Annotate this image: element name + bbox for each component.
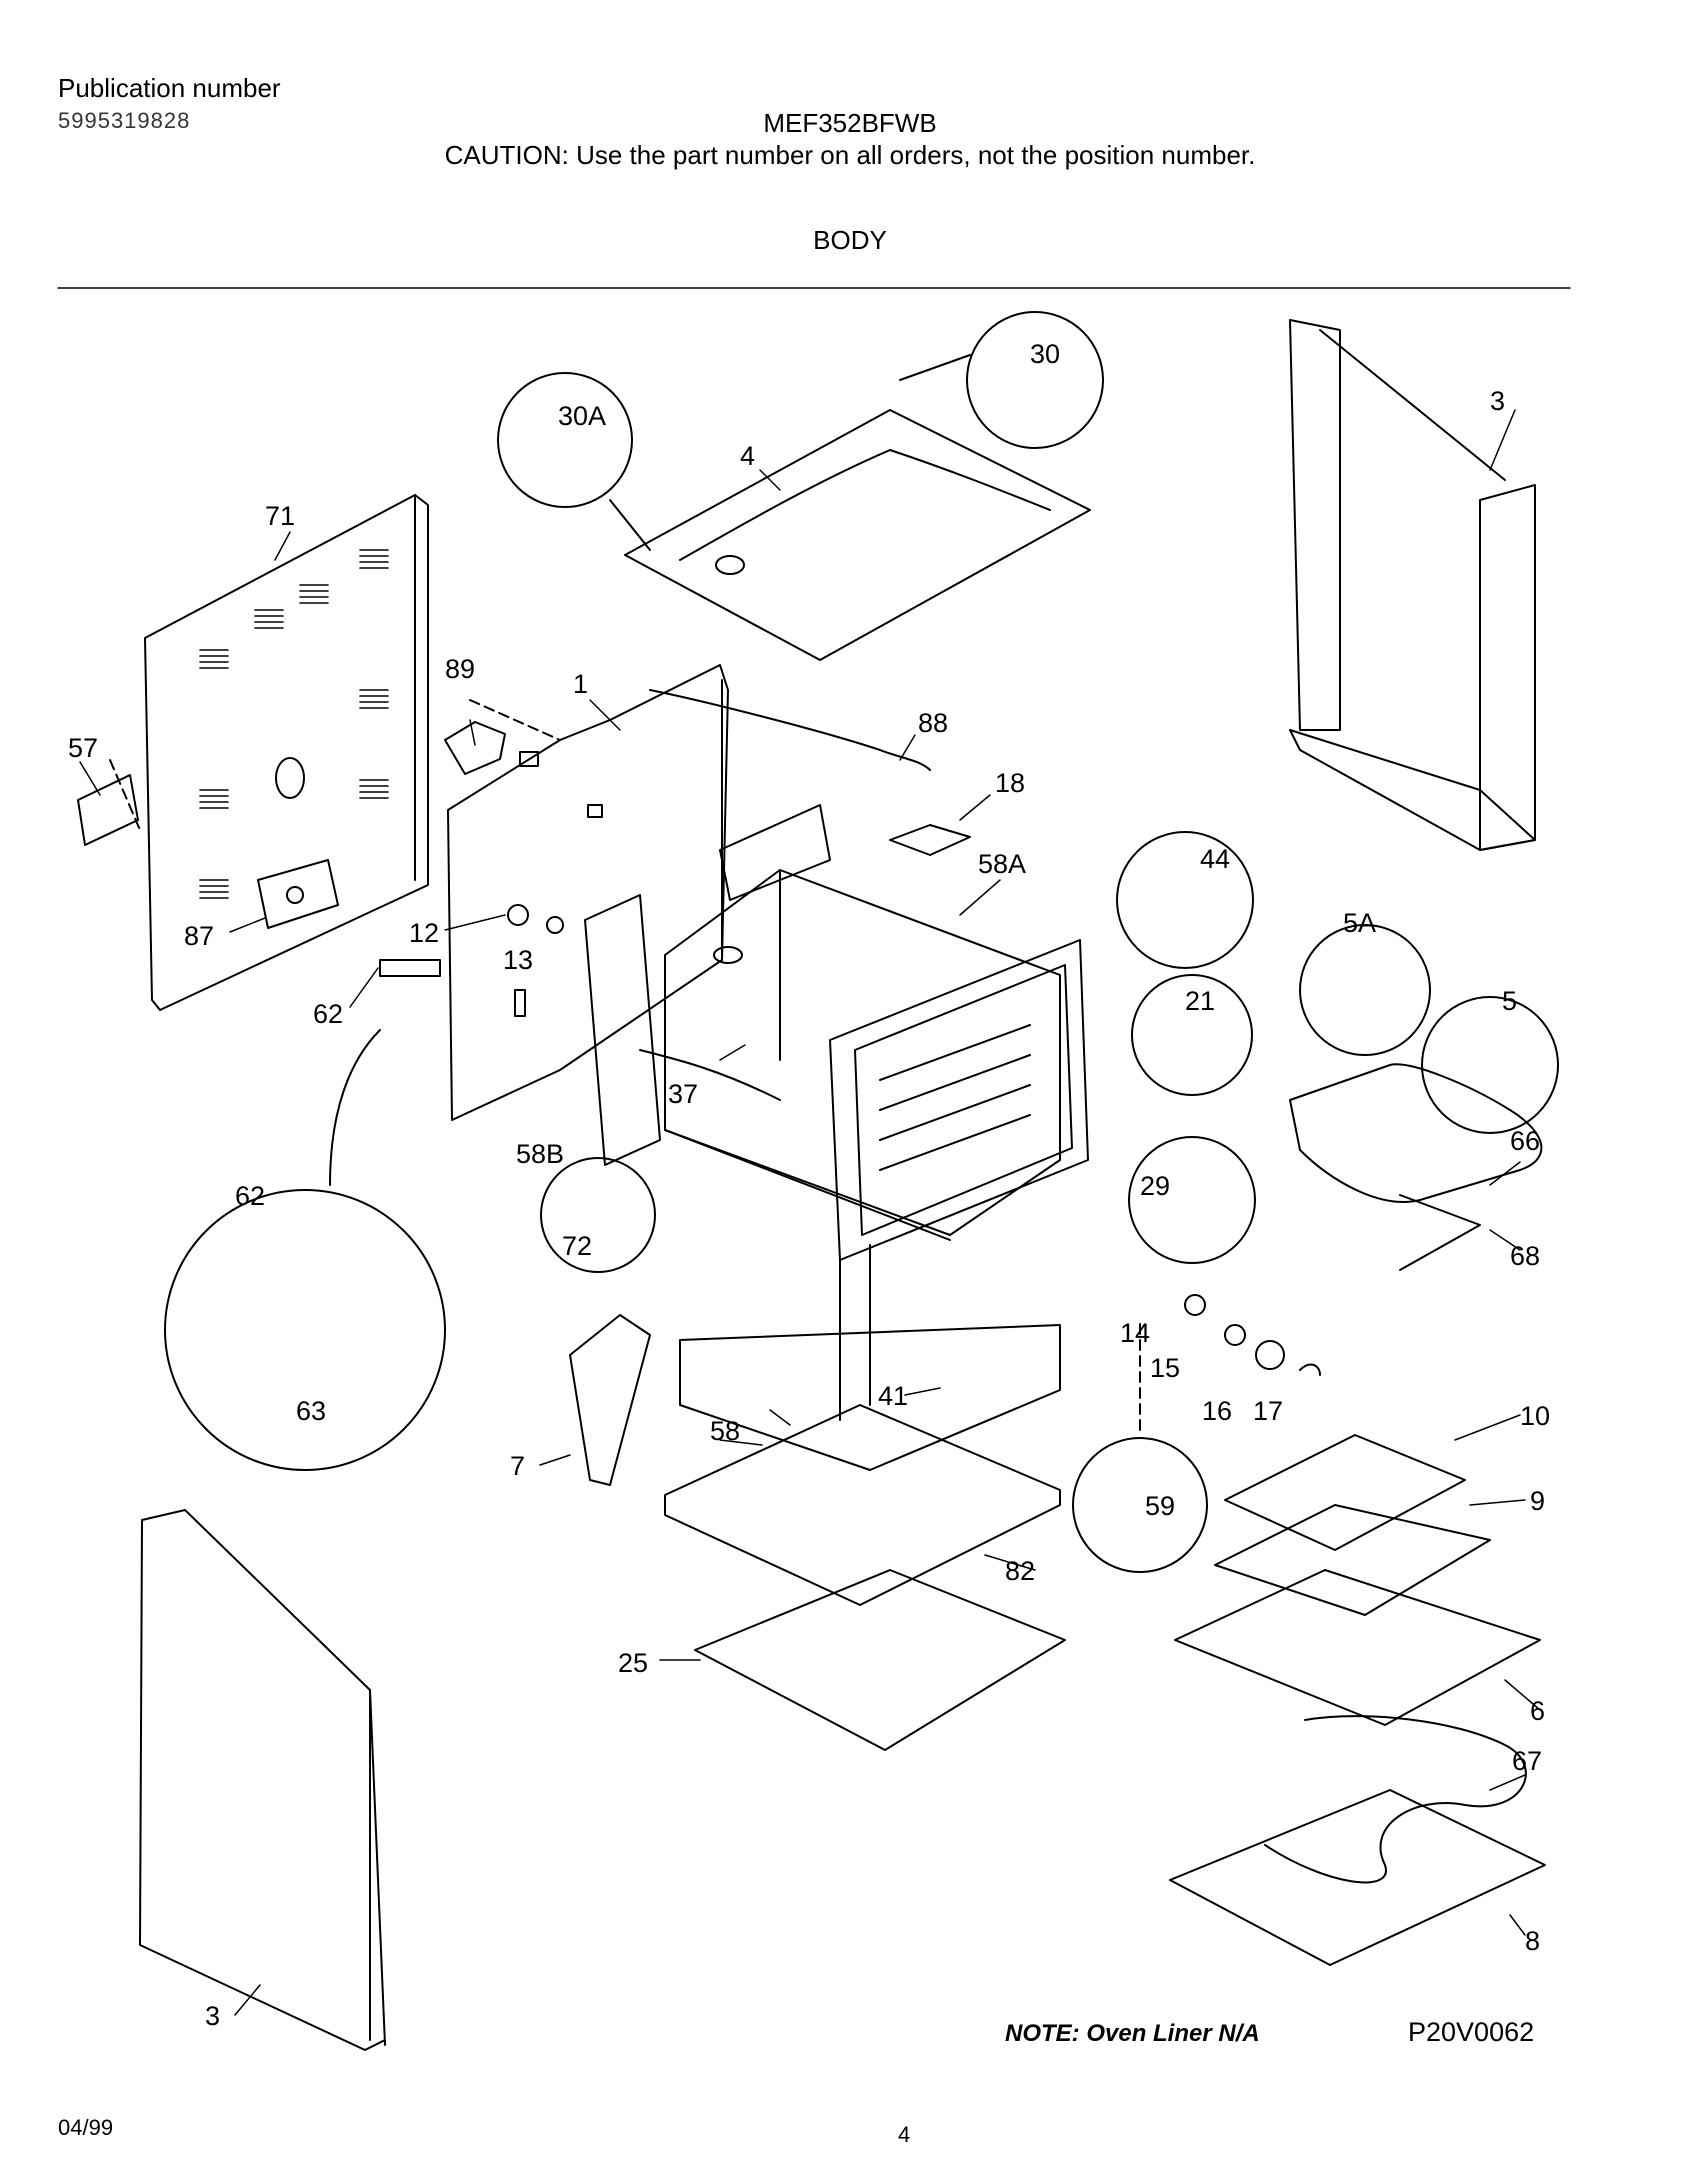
section-title: BODY — [813, 225, 887, 255]
part-67-bake-element — [1264, 1715, 1527, 1884]
publication-label: Publication number — [58, 73, 281, 103]
callout-44: 44 — [1200, 844, 1230, 874]
callout-18: 18 — [995, 768, 1025, 798]
callout-14: 14 — [1120, 1318, 1150, 1348]
caution-text: CAUTION: Use the part number on all orde… — [444, 140, 1256, 170]
part-37-sensor — [639, 1049, 781, 1101]
page-number: 4 — [898, 2122, 911, 2147]
part-7-hinge — [569, 1314, 651, 1486]
part-13-ring — [546, 916, 564, 934]
part-3-side-panel-left — [139, 1509, 386, 2051]
callout-29: 29 — [1140, 1171, 1170, 1201]
callout-5: 5 — [1502, 986, 1517, 1016]
callout-16: 16 — [1202, 1396, 1232, 1426]
callout-10: 10 — [1520, 1401, 1550, 1431]
callout-88: 88 — [918, 708, 948, 738]
part-30-detail — [966, 311, 1104, 449]
callout-62-detail: 62 — [235, 1181, 265, 1211]
part-30a-detail — [497, 372, 633, 508]
callout-37: 37 — [668, 1079, 698, 1109]
detail-arrow — [329, 1029, 381, 1186]
part-1-frame-panel — [447, 664, 729, 1121]
callout-8: 8 — [1525, 1926, 1540, 1956]
part-25-floor — [694, 1569, 1066, 1751]
part-82-bottom-panel — [664, 1404, 1061, 1606]
publication-number: 5995319828 — [58, 108, 191, 133]
part-6-rack — [1174, 1569, 1541, 1726]
footer-date: 04/99 — [58, 2115, 114, 2140]
part-16-lens — [1255, 1340, 1285, 1370]
callout-87: 87 — [184, 921, 214, 951]
part-18-bracket — [889, 824, 971, 856]
callout-89: 89 — [445, 654, 475, 684]
callout-66: 66 — [1510, 1126, 1540, 1156]
part-29-detail — [1128, 1136, 1256, 1264]
part-58-insulation — [679, 1324, 1061, 1471]
part-57-plate — [77, 774, 139, 846]
part-17-clip — [1299, 1363, 1321, 1376]
callout-13: 13 — [503, 945, 533, 975]
callout-17: 17 — [1253, 1396, 1283, 1426]
callout-58: 58 — [710, 1416, 740, 1446]
part-10-grid — [1224, 1434, 1466, 1551]
part-62-terminal-small — [379, 959, 441, 977]
callout-30: 30 — [1030, 339, 1060, 369]
callout-59: 59 — [1145, 1491, 1175, 1521]
callout-4: 4 — [740, 441, 755, 471]
part-59-detail — [1072, 1437, 1208, 1573]
part-8-oven-bottom — [1169, 1789, 1546, 1966]
callout-15: 15 — [1150, 1353, 1180, 1383]
callout-5a: 5A — [1343, 908, 1376, 938]
oven-cavity — [664, 869, 1089, 1421]
callout-68: 68 — [1510, 1241, 1540, 1271]
part-58b-insulation — [584, 894, 661, 1166]
part-89-switch — [444, 721, 506, 775]
callout-9: 9 — [1530, 1486, 1545, 1516]
note-oven-liner: NOTE: Oven Liner N/A — [1005, 2020, 1260, 2047]
part-5a-detail — [1299, 924, 1431, 1056]
leader-lines — [79, 409, 1541, 2016]
part-21-detail — [1131, 974, 1253, 1096]
callout-21: 21 — [1185, 986, 1215, 1016]
callout-30a: 30A — [558, 401, 606, 431]
callout-7: 7 — [510, 1451, 525, 1481]
callout-62-small: 62 — [313, 999, 343, 1029]
drawing-reference: P20V0062 — [1408, 2017, 1535, 2047]
part-72-detail — [540, 1157, 656, 1273]
callout-58a: 58A — [978, 849, 1026, 879]
callout-3-right: 3 — [1490, 386, 1505, 416]
callout-67: 67 — [1512, 1746, 1542, 1776]
callout-1: 1 — [573, 669, 588, 699]
part-44-detail — [1116, 831, 1254, 969]
part-71-rear-panel — [144, 494, 429, 1011]
callout-6: 6 — [1530, 1696, 1545, 1726]
part-66-broil-element — [1289, 1063, 1543, 1203]
callout-12: 12 — [409, 918, 439, 948]
callout-41: 41 — [878, 1381, 908, 1411]
callout-82: 82 — [1005, 1556, 1035, 1586]
part-5-detail — [1421, 996, 1559, 1134]
callout-71: 71 — [265, 501, 295, 531]
callout-58b: 58B — [516, 1139, 564, 1169]
part-9-pan — [1214, 1504, 1491, 1616]
part-62-detail — [164, 1189, 446, 1471]
callout-25: 25 — [618, 1648, 648, 1678]
part-12-knob — [507, 904, 529, 926]
callout-72: 72 — [562, 1231, 592, 1261]
callout-63: 63 — [296, 1396, 326, 1426]
part-3-side-panel-right — [1289, 319, 1536, 851]
part-58a-insulation — [719, 804, 831, 901]
part-15-bulb — [1224, 1324, 1246, 1346]
part-88-wire — [649, 689, 931, 771]
callout-3-left: 3 — [205, 2001, 220, 2031]
callout-57: 57 — [68, 733, 98, 763]
part-68-bracket — [1399, 1194, 1481, 1271]
part-4-top-panel — [624, 409, 1091, 661]
part-14-socket — [1184, 1294, 1206, 1316]
model-number: MEF352BFWB — [763, 108, 937, 138]
